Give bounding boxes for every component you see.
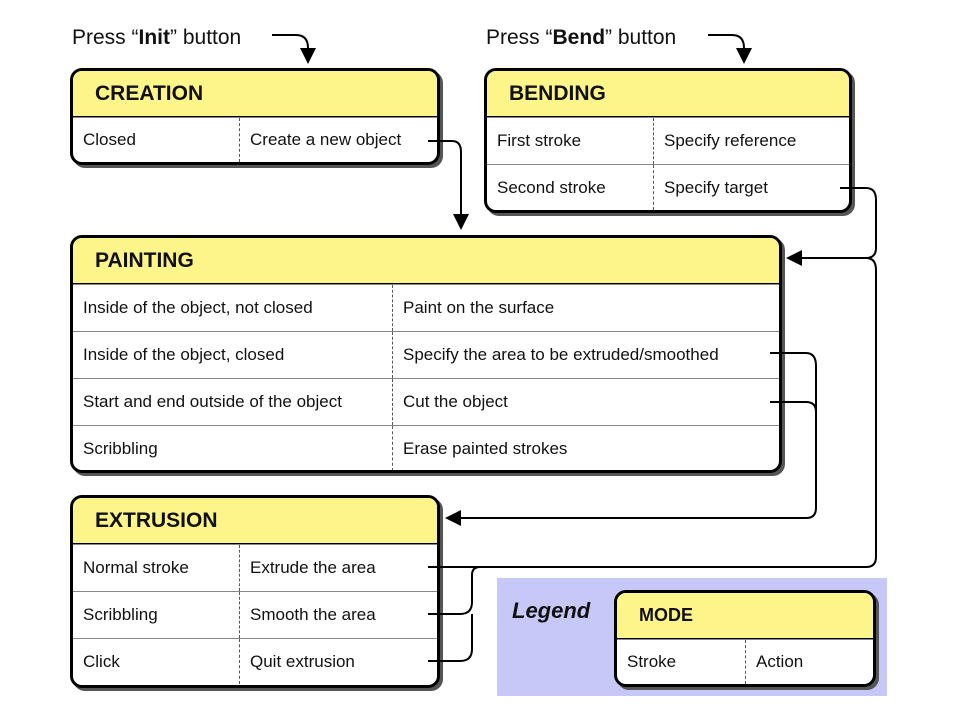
stroke-cell: Scribbling — [83, 605, 158, 624]
bending-to-painting-arrow — [786, 187, 877, 266]
painting-mode-box: PAINTING Inside of the object, not close… — [70, 235, 782, 473]
caption-init: Press “Init” button — [72, 26, 242, 49]
init-arrow — [272, 34, 316, 64]
legend-row: Stroke Action — [617, 639, 873, 684]
stroke-cell: First stroke — [497, 131, 582, 150]
painting-title: PAINTING — [73, 238, 779, 284]
action-cell: Extrude the area — [239, 545, 376, 591]
legend-label: Legend — [512, 598, 591, 623]
creation-to-painting-arrow — [428, 140, 469, 230]
bend-arrow — [708, 34, 752, 64]
legend-mode-title: MODE — [617, 593, 873, 639]
extrusion-row: Click Quit extrusion — [73, 638, 437, 684]
smooth-return-line — [428, 566, 481, 615]
painting-row: Scribbling Erase painted strokes — [73, 425, 779, 470]
extrude-return-line — [428, 257, 877, 568]
stroke-cell: Second stroke — [497, 177, 606, 197]
caption-bend: Press “Bend” button — [486, 26, 677, 49]
action-cell: Paint on the surface — [392, 285, 554, 331]
stroke-cell: Closed — [83, 130, 136, 149]
legend-stroke-cell: Stroke — [627, 652, 677, 671]
creation-title: CREATION — [73, 71, 437, 117]
bending-row: First stroke Specify reference — [487, 117, 849, 164]
stroke-cell: Normal stroke — [83, 558, 189, 577]
stroke-cell: Start and end outside of the object — [83, 392, 342, 411]
stroke-cell: Scribbling — [83, 438, 158, 458]
action-cell: Create a new object — [239, 118, 401, 162]
extrusion-row: Normal stroke Extrude the area — [73, 544, 437, 591]
painting-row: Inside of the object, not closed Paint o… — [73, 284, 779, 331]
action-cell: Smooth the area — [239, 592, 376, 638]
action-cell: Specify reference — [653, 118, 796, 164]
legend-action-cell: Action — [745, 640, 803, 684]
action-cell: Specify the area to be extruded/smoothed — [392, 332, 719, 378]
bending-row: Second stroke Specify target — [487, 164, 849, 210]
painting-row: Inside of the object, closed Specify the… — [73, 331, 779, 378]
painting-row: Start and end outside of the object Cut … — [73, 378, 779, 425]
action-cell: Cut the object — [392, 379, 508, 425]
creation-mode-box: CREATION Closed Create a new object — [70, 68, 440, 165]
stroke-cell: Inside of the object, closed — [83, 345, 285, 364]
legend-mode-box: MODE Stroke Action — [614, 590, 876, 687]
extrusion-row: Scribbling Smooth the area — [73, 591, 437, 638]
painting-to-extrusion-arrow — [445, 352, 817, 526]
quit-return-line — [428, 614, 473, 662]
action-cell: Specify target — [653, 165, 768, 210]
extrusion-mode-box: EXTRUSION Normal stroke Extrude the area… — [70, 495, 440, 688]
bending-title: BENDING — [487, 71, 849, 117]
stroke-cell: Inside of the object, not closed — [83, 298, 313, 317]
action-cell: Erase painted strokes — [392, 426, 567, 470]
cut-branch-line — [770, 401, 817, 413]
action-cell: Quit extrusion — [239, 639, 355, 684]
creation-row: Closed Create a new object — [73, 117, 437, 162]
extrusion-title: EXTRUSION — [73, 498, 437, 544]
stroke-cell: Click — [83, 651, 120, 671]
bending-mode-box: BENDING First stroke Specify reference S… — [484, 68, 852, 213]
